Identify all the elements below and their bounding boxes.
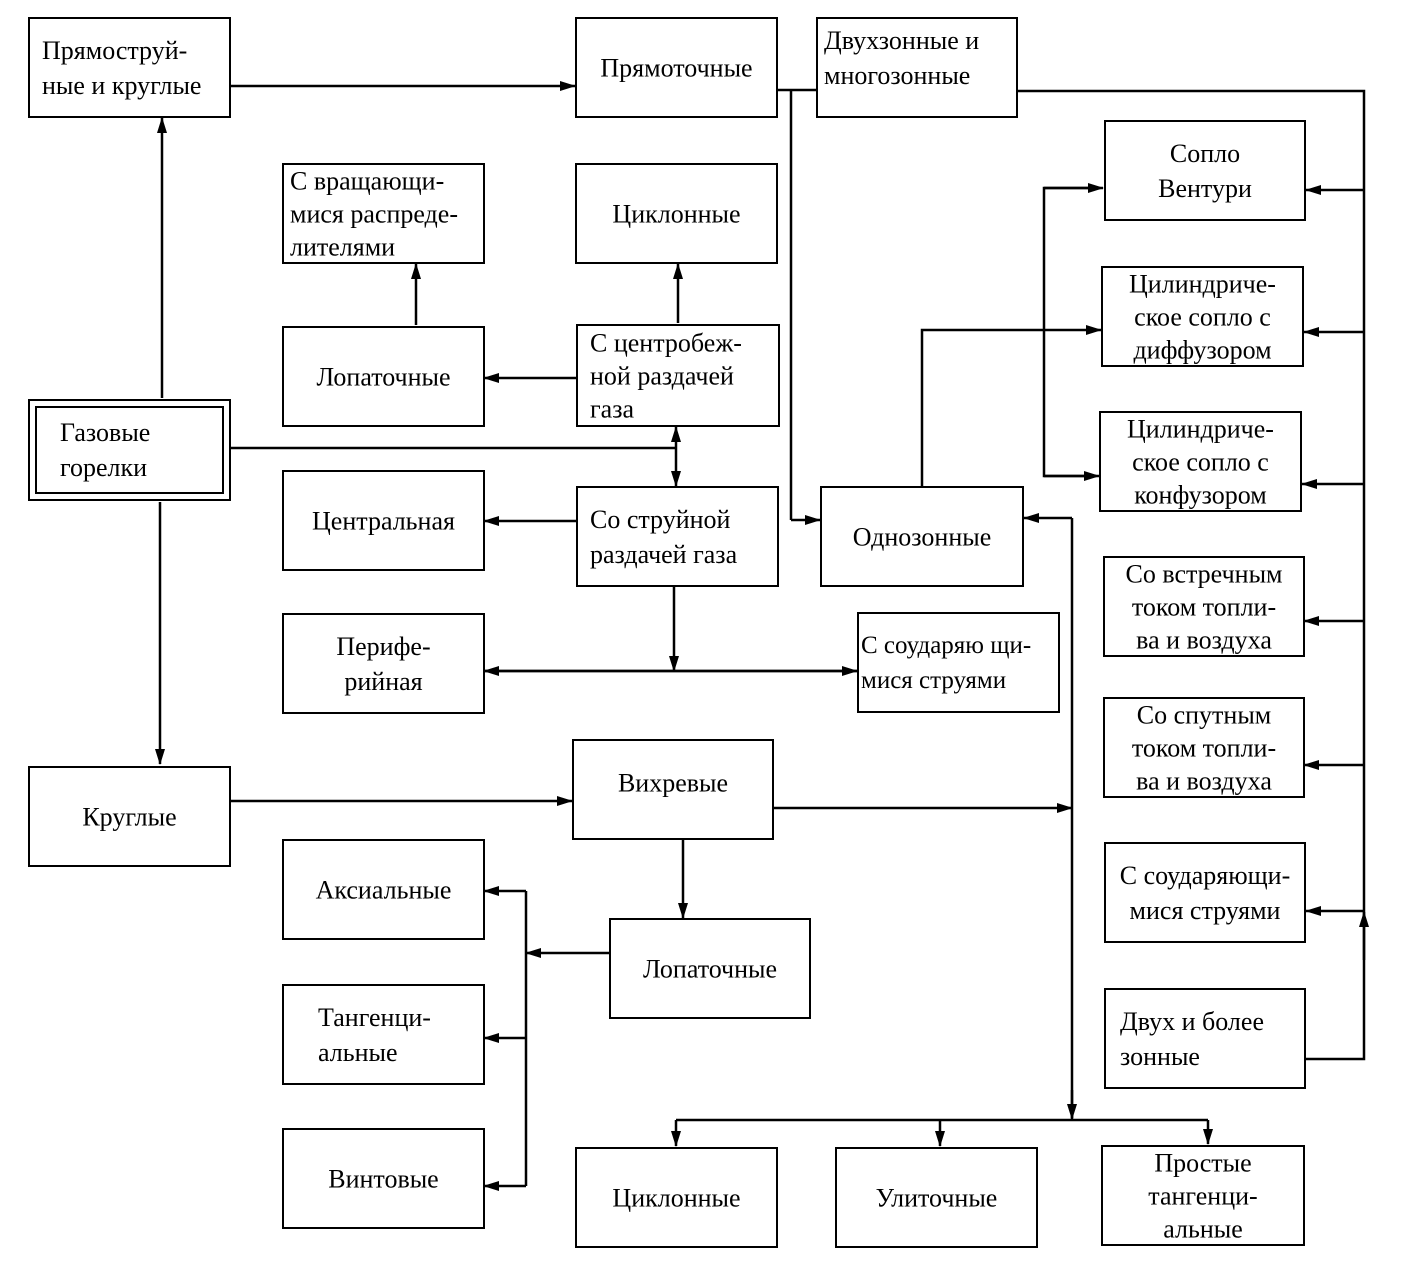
jet-round-label: Прямоструй- ные и круглые <box>42 35 202 100</box>
screw-box: Винтовые <box>282 1128 485 1229</box>
central-box: Центральная <box>282 470 485 571</box>
gas-burners-box: Газовые горелки <box>28 399 231 501</box>
venturi-box: Сопло Вентури <box>1104 120 1306 221</box>
counter-flow-box: Со встречным током топли- ва и воздуха <box>1103 556 1305 657</box>
rotating-distributors-label: С вращающи- мися распреде- лителями <box>290 166 458 261</box>
single-zone-box: Однозонные <box>820 486 1024 587</box>
peripheral-label: Перифе- рийная <box>336 631 431 696</box>
blade-top-box: Лопаточные <box>282 326 485 427</box>
two-more-zone-label: Двух и более зонные <box>1120 1006 1264 1071</box>
tangential-label: Тангенци- альные <box>318 1002 431 1067</box>
cyl-diffuser-box: Цилиндриче- ское сопло с диффузором <box>1101 266 1304 367</box>
line-two-more-zone <box>1306 920 1366 1061</box>
two-more-zone-box: Двух и более зонные <box>1104 988 1306 1089</box>
blade-bottom-box: Лопаточные <box>609 918 811 1019</box>
gas-burners-label: Газовые горелки <box>60 418 151 482</box>
counter-flow-label: Со встречным током топли- ва и воздуха <box>1125 559 1283 654</box>
cyl-confuser-box: Цилиндриче- ское сопло с конфузором <box>1099 411 1302 512</box>
venturi-label: Сопло Вентури <box>1158 138 1252 203</box>
blade-top-label: Лопаточные <box>316 362 451 391</box>
two-multi-zone-box: Двухзонные и многозонные <box>816 17 1018 118</box>
jet-distribution-box: Со струйной раздачей газа <box>576 486 779 587</box>
colliding-mid-label: С соударяю щи- мися струями <box>861 631 1032 694</box>
direct-flow-box: Прямоточные <box>575 17 778 118</box>
colliding-right-label: С соударяющи- мися струями <box>1119 860 1291 925</box>
line-single-zone-up <box>920 328 1044 486</box>
peripheral-box: Перифе- рийная <box>282 613 485 714</box>
cyl-confuser-label: Цилиндриче- ское сопло с конфузором <box>1127 414 1274 509</box>
two-multi-zone-label: Двухзонные и многозонные <box>824 25 980 90</box>
cyclone-top-box: Циклонные <box>575 163 778 264</box>
co-flow-label: Со спутным током топли- ва и воздуха <box>1131 700 1277 795</box>
centrifugal-label: С центробеж- ной раздачей газа <box>590 328 742 423</box>
co-flow-box: Со спутным током топли- ва и воздуха <box>1103 697 1305 798</box>
round-box: Круглые <box>28 766 231 867</box>
axial-box: Аксиальные <box>282 839 485 940</box>
cyclone-bottom-label: Циклонные <box>612 1183 741 1212</box>
central-label: Центральная <box>312 506 455 535</box>
single-zone-label: Однозонные <box>852 522 992 551</box>
volute-box: Улиточные <box>835 1147 1038 1248</box>
volute-label: Улиточные <box>875 1183 998 1212</box>
cyclone-top-label: Циклонные <box>612 199 741 228</box>
colliding-right-box: С соударяющи- мися струями <box>1104 842 1306 943</box>
screw-label: Винтовые <box>328 1164 439 1193</box>
axial-label: Аксиальные <box>315 875 452 904</box>
line-multi-zone-to-bus <box>990 89 1366 920</box>
jet-distribution-label: Со струйной раздачей газа <box>590 504 738 569</box>
direct-flow-label: Прямоточные <box>600 53 753 82</box>
rotating-distributors-box: С вращающи- мися распреде- лителями <box>282 163 485 264</box>
colliding-mid-box: С соударяю щи- мися струями <box>857 612 1060 713</box>
cyl-diffuser-label: Цилиндриче- ское сопло с диффузором <box>1129 269 1276 364</box>
blade-bottom-label: Лопаточные <box>642 954 778 983</box>
jet-round-box: Прямоструй- ные и круглые <box>28 17 231 118</box>
simple-tangential-label: Простые тангенци- альные <box>1148 1148 1258 1243</box>
simple-tangential-box: Простые тангенци- альные <box>1101 1145 1305 1246</box>
tangential-box: Тангенци- альные <box>282 984 485 1085</box>
line-nozzle-bus <box>1042 186 1096 478</box>
cyclone-bottom-box: Циклонные <box>575 1147 778 1248</box>
round-label: Круглые <box>82 802 177 831</box>
vortex-label: Вихревые <box>617 768 729 798</box>
vortex-box: Вихревые <box>572 739 774 840</box>
centrifugal-box: С центробеж- ной раздачей газа <box>576 324 780 427</box>
